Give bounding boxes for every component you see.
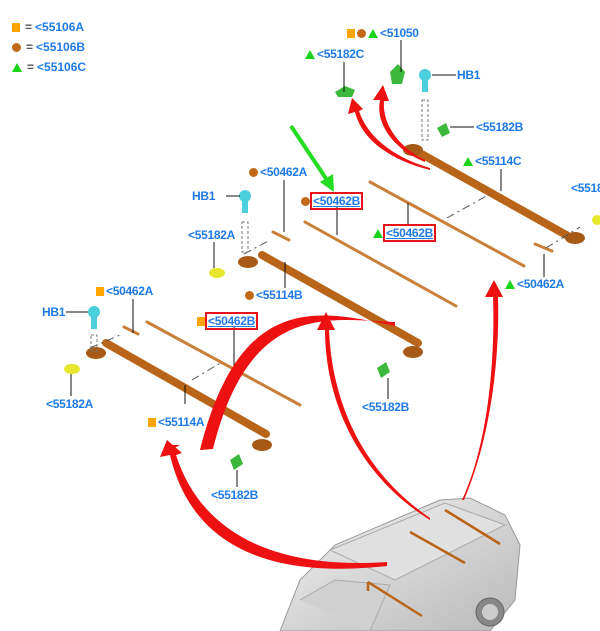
triangle-marker-icon: [463, 157, 473, 166]
circle-marker-icon: [357, 29, 366, 38]
part-label-50462b[interactable]: <50462B: [373, 224, 436, 242]
part-label-55182b[interactable]: <55182B: [362, 400, 409, 414]
circle-marker-icon: [301, 197, 310, 206]
part-label-50462b[interactable]: <50462B: [197, 312, 258, 330]
part-label-55182c[interactable]: <55182C: [305, 47, 364, 61]
crossbar-feet: [86, 144, 585, 451]
van-illustration: [279, 497, 521, 631]
legend-code: <55106C: [37, 60, 87, 74]
roof-strips: [122, 180, 554, 407]
triangle-marker-icon: [368, 29, 378, 38]
part-label-55182a[interactable]: <55182A: [188, 228, 235, 242]
part-label-55182b[interactable]: <55182B: [476, 120, 523, 134]
legend-row-55106a: =<55106A: [12, 20, 84, 34]
square-marker-icon: [197, 317, 205, 326]
crossbars: [102, 148, 572, 438]
part-label-50462a[interactable]: <50462A: [249, 165, 307, 179]
part-label-50462b[interactable]: <50462B: [301, 192, 363, 210]
legend-row-55106c: =<55106C: [12, 60, 86, 74]
part-label-55182a[interactable]: <55182A: [46, 397, 93, 411]
triangle-marker-icon: [305, 50, 315, 59]
leader-lines: [66, 40, 545, 487]
circle-marker-icon: [245, 291, 254, 300]
triangle-marker-icon: [373, 229, 383, 238]
green-arrow: [289, 124, 334, 192]
hb1-bolts: [88, 69, 431, 329]
part-label-55182b[interactable]: <55182B: [211, 488, 258, 502]
triangle-marker-icon: [505, 280, 515, 289]
square-marker-icon: [96, 287, 104, 296]
part-label-55114b[interactable]: <55114B: [245, 288, 303, 302]
square-marker-icon: [148, 418, 156, 427]
part-label-50462a[interactable]: <50462A: [96, 284, 153, 298]
square-marker-icon: [347, 29, 355, 38]
red-arrows: [160, 85, 503, 569]
part-label-55114c[interactable]: <55114C: [463, 154, 522, 168]
part-label-hb1[interactable]: HB1: [192, 189, 216, 203]
circle-marker-icon: [12, 43, 21, 52]
legend-row-55106b: =<55106B: [12, 40, 85, 54]
part-label-hb1[interactable]: HB1: [42, 305, 66, 319]
triangle-marker-icon: [12, 63, 22, 72]
legend-code: <55106B: [36, 40, 86, 54]
square-marker-icon: [12, 23, 20, 32]
legend-code: <55106A: [35, 20, 85, 34]
circle-marker-icon: [249, 168, 258, 177]
part-label-55114a[interactable]: <55114A: [148, 415, 205, 429]
part-label-hb1[interactable]: HB1: [457, 68, 481, 82]
part-label-50462a[interactable]: <50462A: [505, 277, 564, 291]
part-label-5518-clipped[interactable]: <5518: [571, 181, 600, 195]
part-label-51050[interactable]: <51050: [347, 26, 419, 40]
